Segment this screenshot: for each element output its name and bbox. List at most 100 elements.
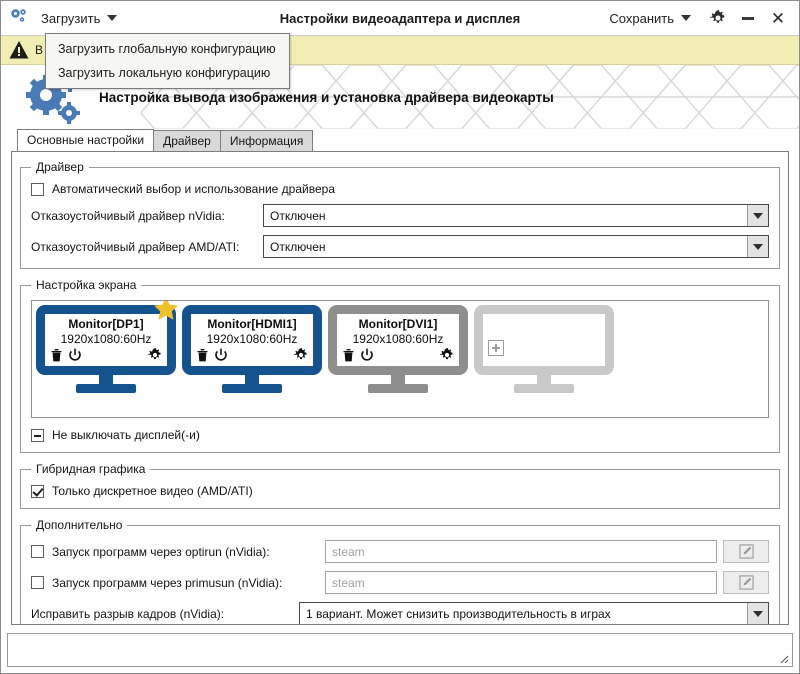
group-screen-setup: Настройка экрана Monitor[DP1] 1920x1080:… <box>20 278 780 453</box>
tab-main-settings[interactable]: Основные настройки <box>17 129 155 151</box>
keep-displays-on-row: Не выключать дисплей(-и) <box>31 428 769 442</box>
monitor-base <box>76 384 136 393</box>
monitor-card[interactable]: Monitor[HDMI1] 1920x1080:60Hz <box>182 305 322 393</box>
monitor-stand <box>99 375 113 384</box>
resize-grip-icon[interactable] <box>777 652 789 664</box>
monitor-stand <box>537 375 551 384</box>
tab-page-main-settings: Драйвер Автоматический выбор и использов… <box>11 151 789 625</box>
group-driver-legend: Драйвер <box>36 160 84 174</box>
tearfix-row: Исправить разрыв кадров (nVidia): 1 вари… <box>31 602 769 624</box>
trash-icon[interactable] <box>342 348 355 362</box>
monitor-card[interactable]: Monitor[DP1] 1920x1080:60Hz <box>36 301 178 393</box>
monitor-base <box>222 384 282 393</box>
monitor-screen: Monitor[HDMI1] 1920x1080:60Hz <box>182 305 322 375</box>
monitor-resolution: 1920x1080:60Hz <box>60 332 152 346</box>
chevron-down-icon <box>747 205 768 226</box>
titlebar-controls: Сохранить ✕ <box>603 5 799 31</box>
monitor-screen: Monitor[DVI1] 1920x1080:60Hz <box>328 305 468 375</box>
tab-driver[interactable]: Драйвер <box>153 130 221 151</box>
optirun-label: Запуск программ через optirun (nVidia): <box>52 544 270 559</box>
save-menu-button[interactable]: Сохранить <box>603 5 701 31</box>
discrete-only-label: Только дискретное видео (AMD/ATI) <box>52 484 253 498</box>
nvidia-fallback-row: Отказоустойчивый драйвер nVidia: Отключе… <box>31 204 769 227</box>
header-banner: Настройка вывода изображения и установка… <box>1 65 799 129</box>
minimize-button[interactable] <box>735 5 761 31</box>
primusun-edit-button[interactable] <box>723 571 769 594</box>
save-menu-label: Сохранить <box>609 10 674 26</box>
nvidia-fallback-select[interactable]: Отключен <box>263 204 769 227</box>
monitor-resolution: 1920x1080:60Hz <box>352 332 444 346</box>
nvidia-fallback-value: Отключен <box>270 208 326 223</box>
primary-star-icon <box>154 301 178 320</box>
minimize-icon <box>742 16 754 20</box>
primusun-checkbox[interactable] <box>31 576 44 589</box>
power-icon[interactable] <box>214 348 228 362</box>
primusun-label: Запуск программ через primusun (nVidia): <box>52 575 283 590</box>
tearfix-label: Исправить разрыв кадров (nVidia): <box>31 606 225 621</box>
warning-triangle-icon <box>9 41 29 59</box>
tearfix-value: 1 вариант. Может снизить производительно… <box>306 606 611 621</box>
chevron-down-icon <box>747 603 768 624</box>
gear-icon[interactable] <box>294 348 308 362</box>
monitor-stand <box>245 375 259 384</box>
tab-strip: Основные настройки Драйвер Информация <box>1 129 799 151</box>
monitor-actions <box>342 348 454 362</box>
warning-text: В <box>35 43 44 57</box>
close-button[interactable]: ✕ <box>765 5 791 31</box>
monitor-screen: Monitor[DP1] 1920x1080:60Hz <box>36 305 176 375</box>
power-icon[interactable] <box>360 348 374 362</box>
monitor-name: Monitor[DVI1] <box>358 317 438 331</box>
add-monitor-card[interactable] <box>474 305 614 393</box>
settings-button[interactable] <box>705 5 731 31</box>
group-hybrid-graphics: Гибридная графика Только дискретное виде… <box>20 462 780 509</box>
power-icon[interactable] <box>68 348 82 362</box>
trash-icon[interactable] <box>196 348 209 362</box>
optirun-row: Запуск программ через optirun (nVidia): … <box>31 540 769 563</box>
pencil-square-icon <box>738 544 754 559</box>
menu-item-load-global-config[interactable]: Загрузить глобальную конфигурацию <box>58 42 276 56</box>
monitor-stand <box>391 375 405 384</box>
auto-driver-checkbox[interactable] <box>31 182 44 196</box>
primusun-input[interactable]: steam <box>325 571 717 594</box>
monitor-resolution: 1920x1080:60Hz <box>206 332 298 346</box>
load-menu-button[interactable]: Загрузить <box>35 5 127 31</box>
gear-icon[interactable] <box>148 348 162 362</box>
group-hybrid-graphics-legend: Гибридная графика <box>36 462 146 476</box>
trash-icon[interactable] <box>50 348 63 362</box>
monitor-name: Monitor[HDMI1] <box>207 317 297 331</box>
group-additional-legend: Дополнительно <box>36 518 123 532</box>
discrete-only-checkbox[interactable] <box>31 484 44 498</box>
keep-displays-on-label: Не выключать дисплей(-и) <box>52 428 200 442</box>
close-icon: ✕ <box>770 8 786 28</box>
monitor-card[interactable]: Monitor[DVI1] 1920x1080:60Hz <box>328 305 468 393</box>
monitor-name: Monitor[DP1] <box>68 317 144 331</box>
pencil-square-icon <box>738 575 754 590</box>
tab-information[interactable]: Информация <box>219 130 314 151</box>
add-monitor-screen <box>474 305 614 375</box>
discrete-only-row: Только дискретное видео (AMD/ATI) <box>31 484 769 498</box>
group-driver: Драйвер Автоматический выбор и использов… <box>20 160 780 269</box>
nvidia-fallback-label: Отказоустойчивый драйвер nVidia: <box>31 208 225 223</box>
monitor-actions <box>196 348 308 362</box>
monitor-base <box>368 384 428 393</box>
optirun-checkbox[interactable] <box>31 545 44 558</box>
gear-icon[interactable] <box>440 348 454 362</box>
group-screen-setup-legend: Настройка экрана <box>36 278 137 292</box>
amd-fallback-select[interactable]: Отключен <box>263 235 769 258</box>
monitor-base <box>514 384 574 393</box>
menu-item-load-local-config[interactable]: Загрузить локальную конфигурацию <box>58 66 271 80</box>
amd-fallback-label: Отказоустойчивый драйвер AMD/ATI: <box>31 239 240 254</box>
amd-fallback-row: Отказоустойчивый драйвер AMD/ATI: Отключ… <box>31 235 769 258</box>
banner-title: Настройка вывода изображения и установка… <box>99 89 554 105</box>
tearfix-select[interactable]: 1 вариант. Может снизить производительно… <box>299 602 769 624</box>
keep-displays-on-checkbox[interactable] <box>31 428 44 442</box>
app-logo-gears-icon <box>1 1 35 35</box>
status-bar <box>7 633 793 667</box>
optirun-edit-button[interactable] <box>723 540 769 563</box>
plus-box-icon[interactable] <box>488 340 504 356</box>
load-dropdown-menu[interactable]: Загрузить глобальную конфигурацию Загруз… <box>45 33 290 89</box>
monitor-list[interactable]: Monitor[DP1] 1920x1080:60Hz <box>31 300 769 418</box>
chevron-down-icon <box>107 15 118 21</box>
optirun-input[interactable]: steam <box>325 540 717 563</box>
